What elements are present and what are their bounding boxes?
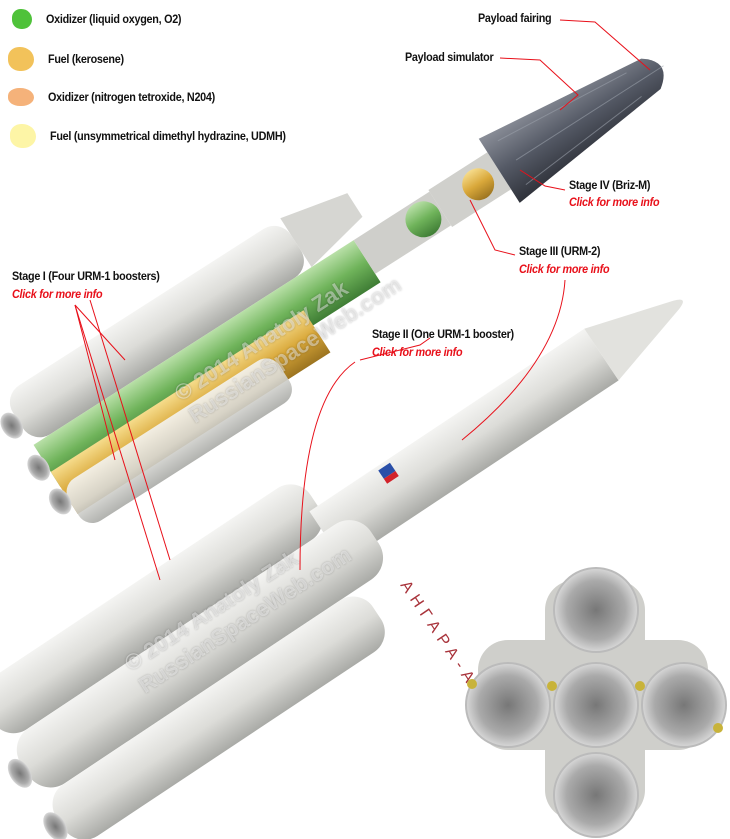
udmh-swatch-icon: [10, 124, 36, 148]
legend-label: Oxidizer (nitrogen tetroxide, N204): [48, 89, 215, 104]
legend-label: Fuel (unsymmetrical dimethyl hydrazine, …: [50, 128, 286, 143]
nose-fairing: [584, 299, 683, 381]
stage3-more-info-link[interactable]: Click for more info: [519, 262, 610, 276]
kerosene-swatch-icon: [8, 47, 34, 71]
engine-cluster-view: [465, 567, 727, 838]
stage2-more-info-link[interactable]: Click for more info: [372, 345, 463, 359]
stage1-label: Stage I (Four URM-1 boosters): [12, 269, 160, 283]
payload-fairing-label: Payload fairing: [478, 11, 552, 25]
n2o4-swatch-icon: [8, 88, 34, 106]
upper-stages: [309, 328, 619, 564]
booster-core: [16, 520, 384, 788]
legend-item-udmh: Fuel (unsymmetrical dimethyl hydrazine, …: [10, 124, 312, 148]
stage3-label: Stage III (URM-2): [519, 244, 601, 258]
payload-simulator-label: Payload simulator: [405, 50, 494, 64]
stage2-label: Stage II (One URM-1 booster): [372, 327, 514, 341]
cutaway-rocket: [0, 58, 664, 524]
assembled-rocket: [0, 299, 683, 839]
legend-item-n2o4: Oxidizer (nitrogen tetroxide, N204): [8, 88, 234, 106]
legend-item-kerosene: Fuel (kerosene): [8, 47, 132, 71]
booster-lower: [52, 596, 385, 839]
leader-lines: [74, 19, 651, 581]
booster-top: [9, 225, 304, 438]
core-lox-tank: [33, 240, 381, 488]
stage4-label: Stage IV (Briz-M): [569, 178, 651, 192]
legend-label: Fuel (kerosene): [48, 51, 124, 66]
booster-upper: [0, 484, 323, 734]
legend-label: Oxidizer (liquid oxygen, O2): [46, 11, 182, 26]
lox-swatch-icon: [12, 9, 32, 29]
stage1-more-info-link[interactable]: Click for more info: [12, 287, 103, 301]
stage4-more-info-link[interactable]: Click for more info: [569, 195, 660, 209]
legend-item-lox: Oxidizer (liquid oxygen, O2): [12, 9, 196, 29]
